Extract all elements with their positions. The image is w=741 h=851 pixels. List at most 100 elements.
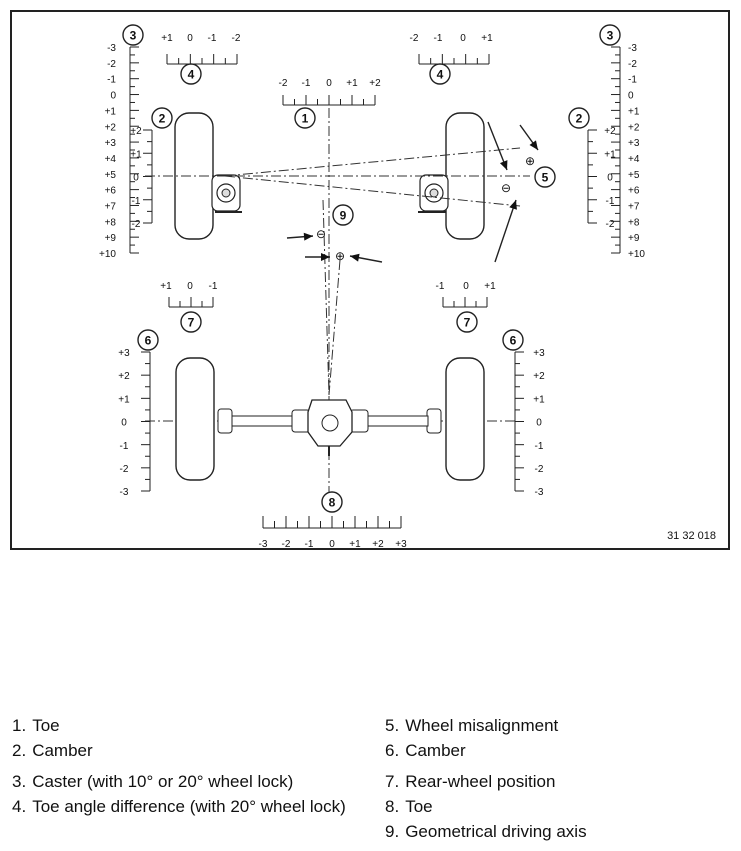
scale-6-left-label: +3: [118, 348, 130, 359]
scale-6-left-label: -2: [120, 464, 129, 475]
misalignment-arrow-lower-head: [509, 200, 517, 210]
callout-2-right: [568, 107, 590, 129]
scale-2-left-label: +2: [130, 126, 142, 137]
scale-4-left-tick-label: 0: [187, 33, 193, 44]
scale-3-right-label: +5: [628, 170, 640, 181]
front-left-hub-center: [221, 188, 231, 198]
scale-3-right-label: 0: [628, 91, 634, 102]
scale-8-tick-label: -1: [305, 539, 314, 548]
scale-4-left-tick-label: -1: [208, 33, 217, 44]
scale-3-right-label: -2: [628, 59, 637, 70]
callout-7-left: [180, 311, 202, 333]
scale-8-tick-label: 0: [329, 539, 335, 548]
legend-item-7: 7.Rear-wheel position: [385, 772, 556, 791]
scale-3-left-label: +8: [105, 217, 117, 228]
scale-3-left-label: +7: [105, 202, 117, 213]
scale-3-right-label: +9: [628, 233, 640, 244]
scale-7-left-tick-label: -1: [209, 281, 218, 292]
scale-6-right-label: -1: [535, 441, 544, 452]
scale-7-right-tick-label: 0: [463, 281, 469, 292]
scale-3-right-label: +10: [628, 249, 645, 260]
legend-item-8: 8.Toe: [385, 797, 433, 816]
scale-1-tick-label: 0: [326, 78, 332, 89]
scale-4-right-tick-label: +1: [481, 33, 493, 44]
scale-3-right-label: +6: [628, 186, 640, 197]
scale-3-left-label: +3: [105, 138, 117, 149]
rear-left-joint-inner: [291, 409, 311, 433]
legend-item-9: 9.Geometrical driving axis: [385, 822, 587, 841]
scale-1-tick-label: -2: [279, 78, 288, 89]
scale-8-tick-label: -2: [282, 539, 291, 548]
scale-3-left-label: 0: [110, 91, 116, 102]
callout-4-left: [180, 63, 202, 85]
scale-1-tick-label: +2: [369, 78, 381, 89]
scale-4-left-tick-label: -2: [232, 33, 241, 44]
legend-item-6: 6.Camber: [385, 741, 466, 760]
legend-item-4: 4.Toe angle difference (with 20° wheel l…: [12, 797, 346, 816]
minus-sign-9: ⊖: [316, 227, 326, 241]
scale-6-left-label: +1: [118, 394, 130, 405]
scale-7-left-tick-label: 0: [187, 281, 193, 292]
scale-2-left-label: 0: [133, 173, 139, 184]
callout-7-right: [456, 311, 478, 333]
misalignment-arrow-upper-head: [499, 160, 508, 170]
scale-8-tick-label: +3: [395, 539, 407, 548]
scale-4-right-tick-label: -2: [410, 33, 419, 44]
scale-3-right-label: -1: [628, 75, 637, 86]
scale-2-left-label: +1: [130, 149, 142, 160]
scale-8-tick-label: -3: [259, 539, 268, 548]
callout-6-right-number: 6: [510, 334, 517, 348]
scale-1-tick-label: -1: [302, 78, 311, 89]
scale-3-left-label: -1: [107, 75, 116, 86]
scale-3-left-label: +9: [105, 233, 117, 244]
callout-3-right: [599, 24, 621, 46]
scale-4-left-tick-label: +1: [161, 33, 173, 44]
scale-6-right-label: +2: [533, 371, 545, 382]
scale-6-right-label: -2: [535, 464, 544, 475]
callout-3-left: [122, 24, 144, 46]
scale-2-left-label: -2: [132, 219, 141, 230]
callout-5-number: 5: [542, 171, 549, 185]
callout-4-right-number: 4: [437, 68, 444, 82]
scale-3-left-label: +1: [105, 106, 117, 117]
callout-6-left-number: 6: [145, 334, 152, 348]
scale-3-left-label: +4: [105, 154, 117, 165]
rear-left-tire: [175, 357, 215, 481]
callout-8-number: 8: [329, 496, 336, 510]
rear-right-joint-inner: [349, 409, 369, 433]
scale-3-right-label: +7: [628, 202, 640, 213]
callout-9-number: 9: [340, 209, 347, 223]
callout-2-right-number: 2: [576, 112, 583, 126]
scale-8-tick-label: +2: [372, 539, 384, 548]
scale-2-right-label: +2: [604, 126, 616, 137]
scale-3-left-label: +5: [105, 170, 117, 181]
legend-item-3: 3.Caster (with 10° or 20° wheel lock): [12, 772, 294, 791]
legend-item-1: 1.Toe: [12, 716, 60, 735]
callout-3-right-number: 3: [607, 29, 614, 43]
rear-right-joint-outer: [426, 408, 442, 434]
callout-6-right: [502, 329, 524, 351]
scale-3-right-label: +8: [628, 217, 640, 228]
driving-axis-line-a: [322, 199, 330, 396]
callout-1: [294, 107, 316, 129]
misalignment-arrow-right-head: [529, 140, 538, 150]
callout-4-left-number: 4: [188, 68, 195, 82]
reference-code: 31 32 018: [667, 530, 716, 542]
scale-2-right-label: +1: [604, 149, 616, 160]
scale-3-right-label: +2: [628, 122, 640, 133]
scale-3-right-label: +1: [628, 106, 640, 117]
callout-5: [534, 166, 556, 188]
scale-2-right-label: -2: [606, 219, 615, 230]
scale-2-right-label: -1: [606, 196, 615, 207]
toe-line-upper: [224, 147, 521, 177]
scale-6-left-label: -3: [120, 487, 129, 498]
scale-6-right-label: +1: [533, 394, 545, 405]
scale-7-left-tick-label: +1: [160, 281, 172, 292]
differential-cover: [321, 414, 339, 432]
front-right-hub-center: [429, 188, 439, 198]
scale-6-right-label: -3: [535, 487, 544, 498]
scale-6-right-label: 0: [536, 418, 542, 429]
legend-item-2: 2.Camber: [12, 741, 93, 760]
scale-6-right-label: +3: [533, 348, 545, 359]
